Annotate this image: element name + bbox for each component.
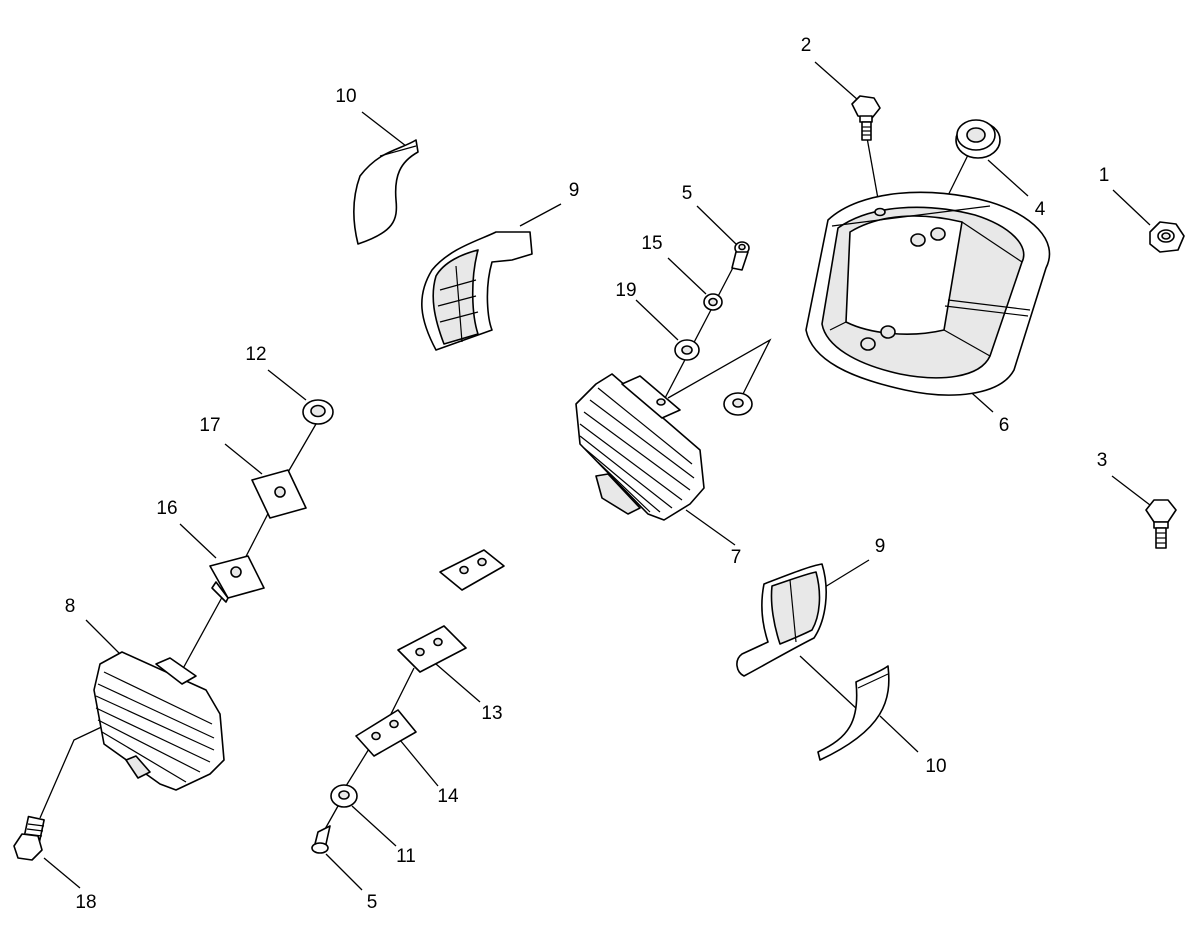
callout-2: 2 bbox=[801, 35, 812, 56]
callout-5-top: 5 bbox=[682, 183, 693, 204]
callout-17: 17 bbox=[199, 415, 220, 436]
part-3-bolt bbox=[1145, 499, 1177, 549]
callout-10-upper: 10 bbox=[335, 86, 356, 107]
part-6-mounting-band bbox=[805, 191, 1051, 396]
callout-12: 12 bbox=[245, 344, 266, 365]
callout-9-lower: 9 bbox=[875, 536, 886, 557]
part-1-flange-nut bbox=[1149, 221, 1185, 253]
part-10-strip-lower bbox=[817, 665, 890, 761]
part-15-washer bbox=[703, 293, 723, 311]
callout-10-lower: 10 bbox=[925, 756, 946, 777]
part-13-plate bbox=[397, 625, 467, 673]
spacer-plate bbox=[439, 549, 505, 591]
callout-labels: 1 2 3 4 5 5 6 7 8 9 9 10 10 11 12 13 14 … bbox=[65, 35, 1110, 913]
callout-16: 16 bbox=[156, 498, 177, 519]
callout-18: 18 bbox=[75, 892, 96, 913]
part-16-clip-plate bbox=[209, 555, 265, 603]
part-5-screw-top bbox=[731, 241, 750, 271]
callout-14: 14 bbox=[437, 786, 459, 807]
part-10-strip-upper bbox=[352, 139, 419, 245]
part-12-washer bbox=[302, 399, 334, 425]
callout-11: 11 bbox=[396, 846, 416, 867]
part-9-bracket-lower bbox=[736, 563, 827, 677]
part-18-bolt bbox=[13, 815, 45, 861]
callout-9-upper: 9 bbox=[569, 180, 580, 201]
callout-13: 13 bbox=[481, 703, 502, 724]
part-5-screw-lower bbox=[311, 825, 331, 854]
part-7-regulator bbox=[575, 373, 705, 521]
callout-1: 1 bbox=[1099, 165, 1110, 186]
part-2-bolt bbox=[851, 95, 881, 141]
callout-15: 15 bbox=[641, 233, 662, 254]
part-4-grommet bbox=[955, 119, 1001, 159]
part-11-washer bbox=[330, 784, 358, 808]
part-19-washer bbox=[674, 339, 700, 361]
callout-4: 4 bbox=[1035, 199, 1046, 220]
part-8-regulator bbox=[93, 651, 225, 791]
callout-5-bottom: 5 bbox=[367, 892, 378, 913]
callout-8: 8 bbox=[65, 596, 76, 617]
part-17-plate bbox=[251, 469, 307, 519]
part-9-bracket-upper bbox=[421, 231, 533, 351]
callout-6: 6 bbox=[999, 415, 1010, 436]
callout-19: 19 bbox=[615, 280, 636, 301]
nut-small bbox=[723, 392, 753, 416]
callout-3: 3 bbox=[1097, 450, 1108, 471]
part-14-plate bbox=[355, 709, 417, 757]
callout-7: 7 bbox=[731, 547, 742, 568]
